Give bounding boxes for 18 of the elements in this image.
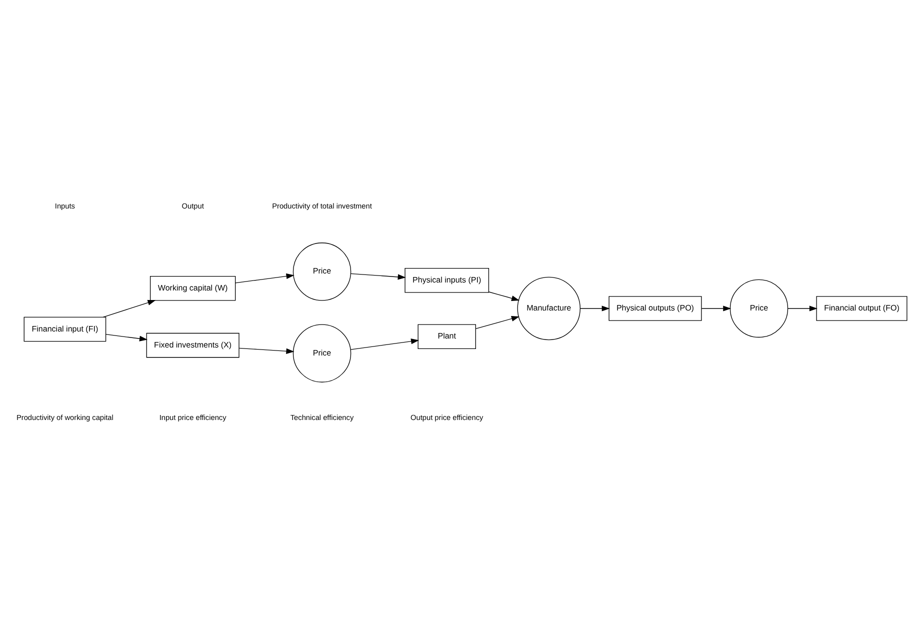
label: Productivity of total investment <box>272 202 372 211</box>
arrow <box>238 348 294 354</box>
arrow <box>106 334 148 342</box>
label: Productivity of working capital <box>16 413 114 422</box>
arrow <box>102 300 156 318</box>
arrow <box>580 306 610 312</box>
arrow <box>476 316 520 330</box>
arrow <box>788 306 818 312</box>
label: Input price efficiency <box>159 413 226 422</box>
arrow <box>235 273 294 284</box>
label: Technical efficiency <box>290 413 354 422</box>
arrow <box>701 306 732 312</box>
arrow <box>488 292 520 302</box>
arrow <box>350 273 406 280</box>
arrow <box>350 338 420 350</box>
label: Output price efficiency <box>410 413 484 422</box>
label: Output <box>182 202 204 211</box>
label: Inputs <box>54 202 75 211</box>
